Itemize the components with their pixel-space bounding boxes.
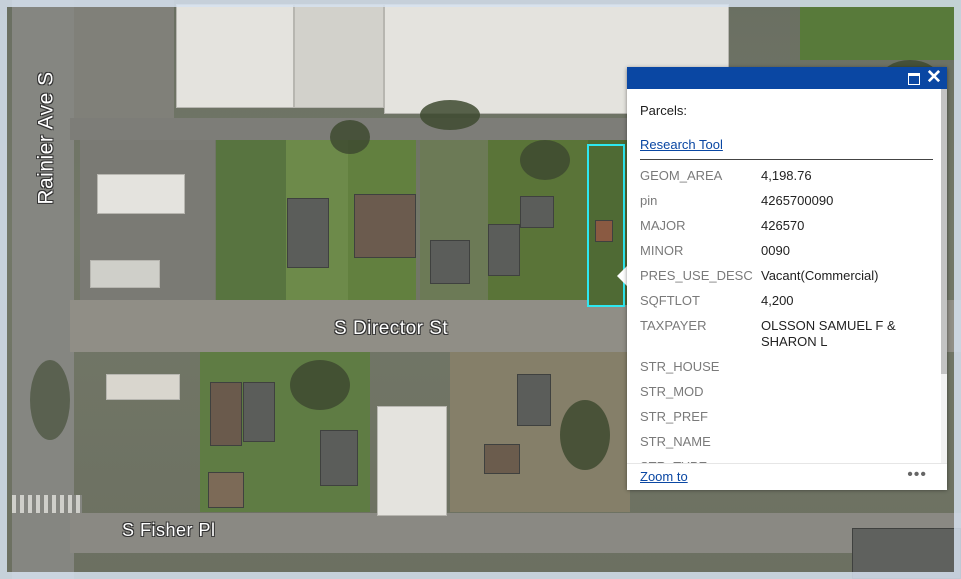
house-10 xyxy=(517,374,551,426)
attribute-key: pin xyxy=(640,193,658,208)
attribute-value: 4,198.76 xyxy=(761,168,812,183)
attribute-key: STR_MOD xyxy=(640,384,704,399)
attribute-row: TAXPAYER OLSSON SAMUEL F & SHARON L xyxy=(640,318,926,359)
attribute-value: 4265700090 xyxy=(761,193,834,208)
house-5 xyxy=(520,196,554,228)
building-far-right xyxy=(852,528,961,579)
attribute-value: OLSSON SAMUEL F & SHARON L xyxy=(761,318,896,349)
close-icon[interactable]: ✕ xyxy=(926,67,942,88)
lot-9 xyxy=(800,0,960,60)
attribute-key: TAXPAYER xyxy=(640,318,707,333)
attribute-value: 4,200 xyxy=(761,293,794,308)
street-label-rainier-ave: Rainier Ave S xyxy=(34,71,58,205)
house-9 xyxy=(320,430,358,486)
attribute-key: STR_TYPE xyxy=(640,459,761,463)
attribute-value xyxy=(761,384,926,409)
attribute-value: 426570 xyxy=(761,218,805,233)
house-3 xyxy=(430,240,470,284)
house-2 xyxy=(354,194,416,258)
tree xyxy=(520,140,570,180)
popup-content[interactable]: Parcels: Research Tool GEOM_AREA 4,198.76… xyxy=(627,89,941,463)
attribute-key: MAJOR xyxy=(640,218,686,233)
lot-1 xyxy=(216,140,286,300)
attribute-key: PRES_USE_DESC xyxy=(640,268,753,283)
house-11 xyxy=(484,444,520,474)
attribute-value xyxy=(761,434,926,459)
attribute-row: GEOM_AREA 4,198.76 xyxy=(640,168,926,193)
popup-pointer xyxy=(617,266,627,286)
attribute-key: SQFTLOT xyxy=(640,293,700,308)
attribute-row: MAJOR 426570 xyxy=(640,218,926,243)
building-left-small-2 xyxy=(90,260,160,288)
house-12 xyxy=(208,472,244,508)
attribute-key: GEOM_AREA xyxy=(640,168,723,183)
building-bottom-left xyxy=(106,374,180,400)
house-4 xyxy=(488,224,520,276)
attribute-row: STR_PREF xyxy=(640,409,926,434)
popup-divider xyxy=(640,159,933,160)
attribute-row: STR_TYPE xyxy=(640,459,926,463)
attribute-row: PRES_USE_DESC Vacant(Commercial) xyxy=(640,268,926,293)
tree xyxy=(290,360,350,410)
alley-road xyxy=(70,118,710,140)
house-8 xyxy=(243,382,275,442)
zoom-to-link[interactable]: Zoom to xyxy=(640,469,688,484)
attribute-row: pin 4265700090 xyxy=(640,193,926,218)
tree xyxy=(30,360,70,440)
tree xyxy=(420,100,480,130)
selected-parcel-outline[interactable] xyxy=(587,144,625,307)
attribute-value xyxy=(761,409,926,434)
scrollbar-thumb[interactable] xyxy=(941,89,947,374)
attribute-key: MINOR xyxy=(640,243,684,258)
fisher-pl-road xyxy=(70,513,961,553)
attribute-value xyxy=(761,359,926,384)
more-options-icon[interactable]: ••• xyxy=(907,466,927,483)
parcel-popup: ✕ Parcels: Research Tool GEOM_AREA 4,198.… xyxy=(627,67,947,490)
attribute-key: STR_PREF xyxy=(640,409,708,424)
attribute-row: SQFTLOT 4,200 xyxy=(640,293,926,318)
house-7 xyxy=(210,382,242,446)
attribute-row: STR_NAME xyxy=(640,434,926,459)
research-tool-link[interactable]: Research Tool xyxy=(640,137,723,152)
popup-scrollbar[interactable] xyxy=(941,89,947,463)
house-6 xyxy=(595,220,613,242)
street-label-fisher-pl: S Fisher Pl xyxy=(122,520,216,540)
attribute-key: STR_HOUSE xyxy=(640,359,720,374)
building-top-left xyxy=(176,4,294,108)
popup-header: ✕ xyxy=(627,67,947,89)
popup-title: Parcels: xyxy=(640,103,687,118)
tree xyxy=(330,120,370,154)
rainier-ave-road xyxy=(12,0,74,579)
parking-lot xyxy=(74,0,174,118)
crosswalk xyxy=(12,495,82,513)
attribute-row: STR_HOUSE xyxy=(640,359,926,384)
street-label-director-st: S Director St xyxy=(334,318,449,339)
house-1 xyxy=(287,198,329,268)
building-top-mid xyxy=(294,4,384,108)
attribute-value: Vacant(Commercial) xyxy=(761,268,879,283)
attribute-row: MINOR 0090 xyxy=(640,243,926,268)
attribute-row: STR_MOD xyxy=(640,384,926,409)
maximize-icon[interactable] xyxy=(905,68,923,88)
attribute-key: STR_NAME xyxy=(640,434,711,449)
building-left-small xyxy=(97,174,185,214)
building-bottom-mid xyxy=(377,406,447,516)
attribute-value: 0090 xyxy=(761,243,790,258)
popup-footer: Zoom to ••• xyxy=(627,463,947,490)
tree xyxy=(560,400,610,470)
